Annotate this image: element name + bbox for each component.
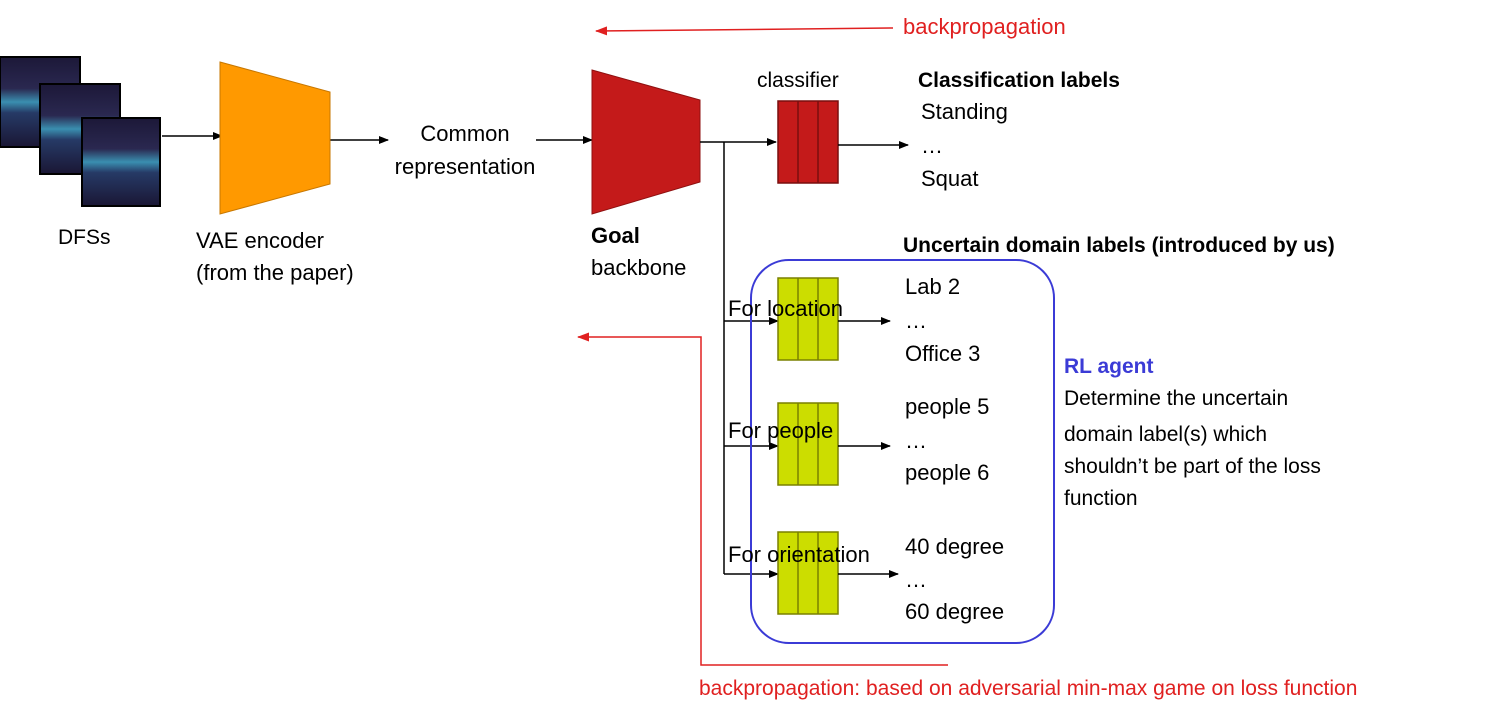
classifier-label: classifier [757,69,839,92]
backprop-top-arrow [595,26,894,36]
dfs-image-3 [81,117,161,207]
people-label-3: people 6 [905,460,990,485]
orientation-label-3: 60 degree [905,599,1005,624]
rl-agent-box [750,259,1055,644]
people-label-1: people 5 [905,394,990,419]
rl-agent-line-1: Determine the uncertain [1064,387,1289,410]
representation-label-line1: Common [420,121,510,146]
backprop-bottom-arrow [577,332,948,666]
vae-encoder-shape [219,61,331,215]
rl-agent-line-2: domain label(s) which [1064,423,1268,446]
encoder-label-line2: (from the paper) [196,260,354,285]
backbone-label-line2: backbone [591,255,687,280]
backprop-bottom-label: backpropagation: based on adversarial mi… [699,677,1358,700]
branch-label-location: For location [728,296,843,321]
rl-agent-title: RL agent [1064,355,1154,378]
rl-agent-line-4: function [1064,487,1138,510]
orientation-classifier-block [777,531,839,615]
encoder-label-line1: VAE encoder [196,228,325,253]
classification-labels-title: Classification labels [918,69,1120,92]
branch-label-people: For people [728,418,834,443]
location-classifier-block [777,277,839,361]
classifier-block [777,100,839,184]
representation-label-line2: representation [394,154,536,179]
people-classifier-block [777,402,839,486]
dfs-image-stack [0,56,161,207]
classification-label-1: Standing [921,99,1008,124]
location-label-1: Lab 2 [905,274,961,299]
backbone-label-line1: Goal [591,223,640,248]
orientation-label-2: … [905,567,927,592]
classification-label-3: Squat [921,166,979,191]
rl-agent-line-3: shouldn’t be part of the loss [1064,455,1321,478]
orientation-label-1: 40 degree [905,534,1005,559]
location-label-2: … [905,308,927,333]
people-label-2: … [905,428,927,453]
domain-labels-title: Uncertain domain labels (introduced by u… [903,234,1335,257]
branch-label-orientation: For orientation [728,542,870,567]
goal-backbone-shape [591,69,701,215]
dfs-label: DFSs [58,226,111,249]
classification-label-2: … [921,133,943,158]
backprop-top-label: backpropagation [903,14,1066,39]
location-label-3: Office 3 [905,341,981,366]
